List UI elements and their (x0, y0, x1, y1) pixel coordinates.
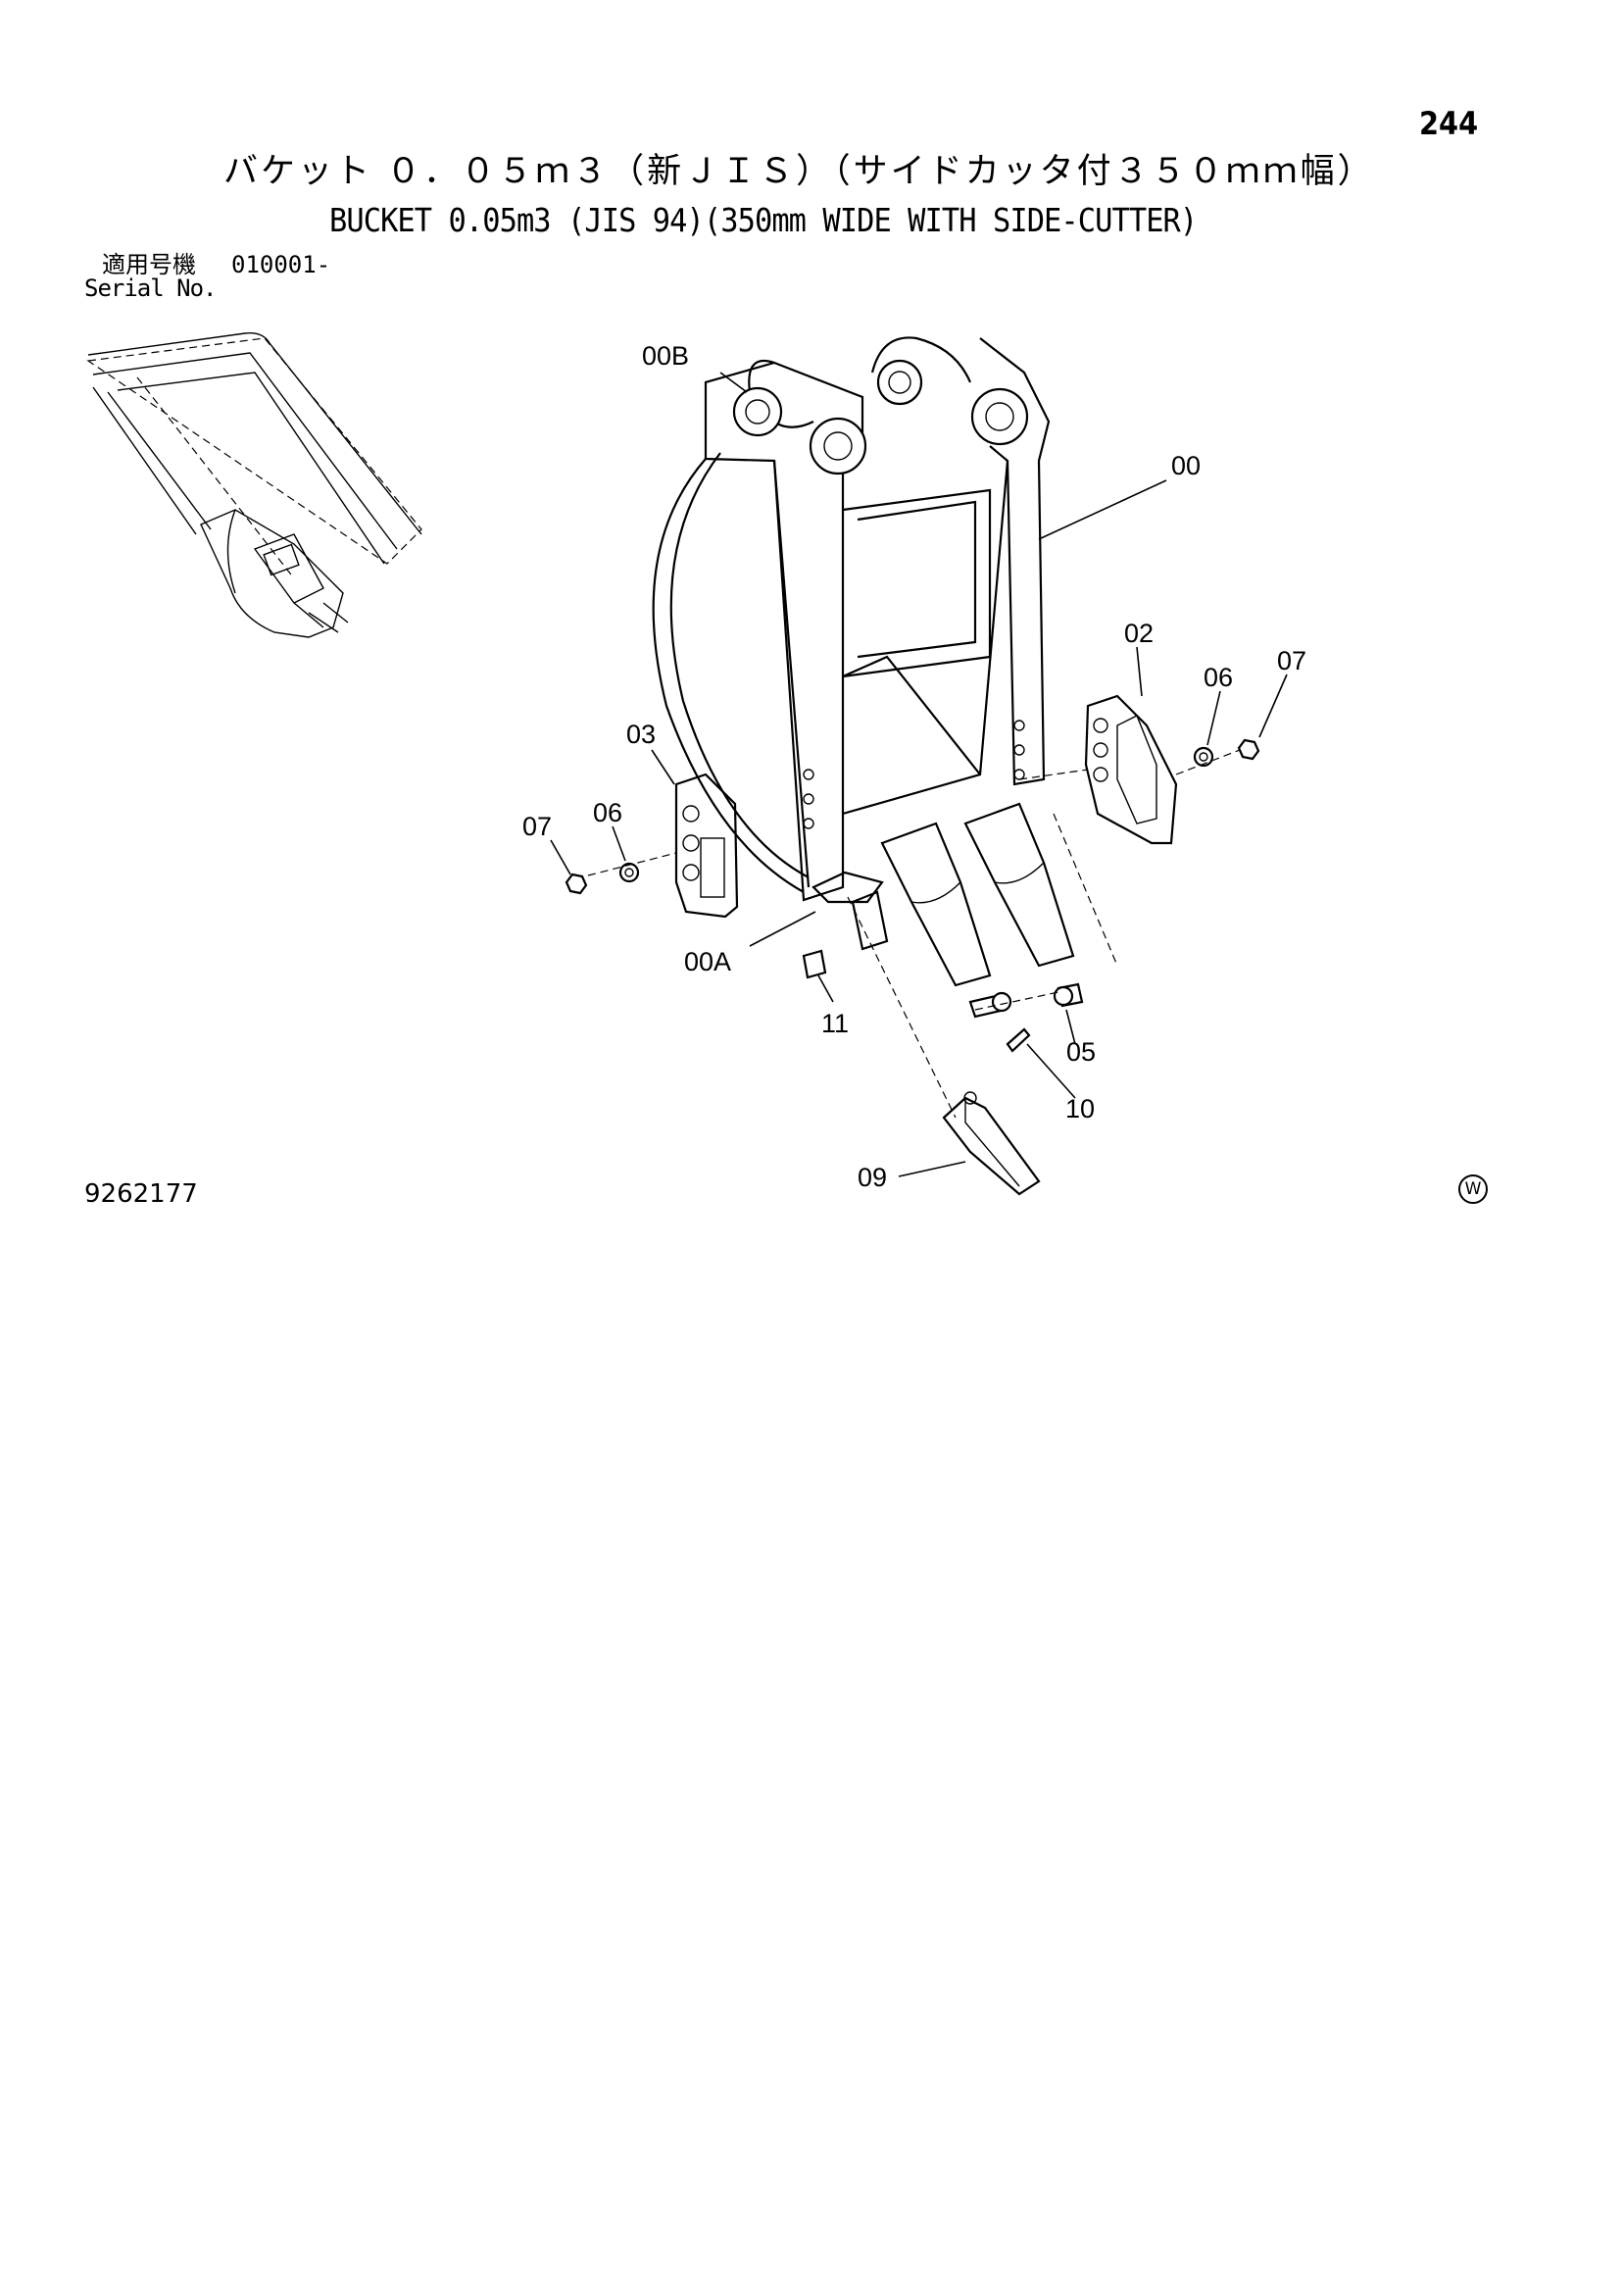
bucket-teeth (851, 802, 1075, 987)
part-02-side-cutter-right (1084, 694, 1178, 845)
pin-10 (1006, 1027, 1031, 1053)
label-00: 00 (1171, 451, 1201, 480)
title-english: BUCKET 0.05m3 (JIS 94)(350mm WIDE WITH S… (329, 201, 1198, 239)
label-11: 11 (821, 1009, 849, 1038)
label-02: 02 (1124, 619, 1154, 648)
label-00A: 00A (684, 947, 731, 976)
serial-value: 010001- (231, 251, 331, 278)
assembly-lines (587, 749, 1241, 1119)
serial-label-japanese: 適用号機 (102, 251, 196, 278)
bucket-body (652, 336, 1051, 904)
hardware-nuts-washers (565, 738, 1260, 895)
label-06-left: 06 (593, 798, 622, 827)
label-03: 03 (626, 720, 656, 749)
arm-overview-illustration (86, 332, 422, 638)
title-japanese: バケット ０．０５ｍ３（新ＪＩＳ）（サイドカッタ付３５０ｍｍ幅） (223, 152, 1375, 191)
part-labels: 00B 00 02 06 07 03 07 06 00A 11 05 10 09 (522, 341, 1306, 1192)
label-10: 10 (1065, 1094, 1095, 1123)
drawing-number: 9262177 (84, 1179, 198, 1209)
bolts-05-11 (802, 949, 1084, 1019)
tooth-09 (942, 1091, 1041, 1196)
label-06-right: 06 (1204, 663, 1233, 692)
label-07-right: 07 (1277, 646, 1306, 675)
label-05: 05 (1066, 1037, 1096, 1067)
serial-label-english: Serial No. (84, 275, 217, 302)
w-circle-mark: W (1458, 1174, 1488, 1204)
page-number: 244 (1419, 105, 1479, 142)
leader-lines (550, 372, 1288, 1177)
label-00B: 00B (642, 341, 689, 371)
label-07-left: 07 (522, 812, 552, 841)
label-09: 09 (858, 1163, 887, 1192)
part-03-side-cutter-left (674, 773, 739, 919)
